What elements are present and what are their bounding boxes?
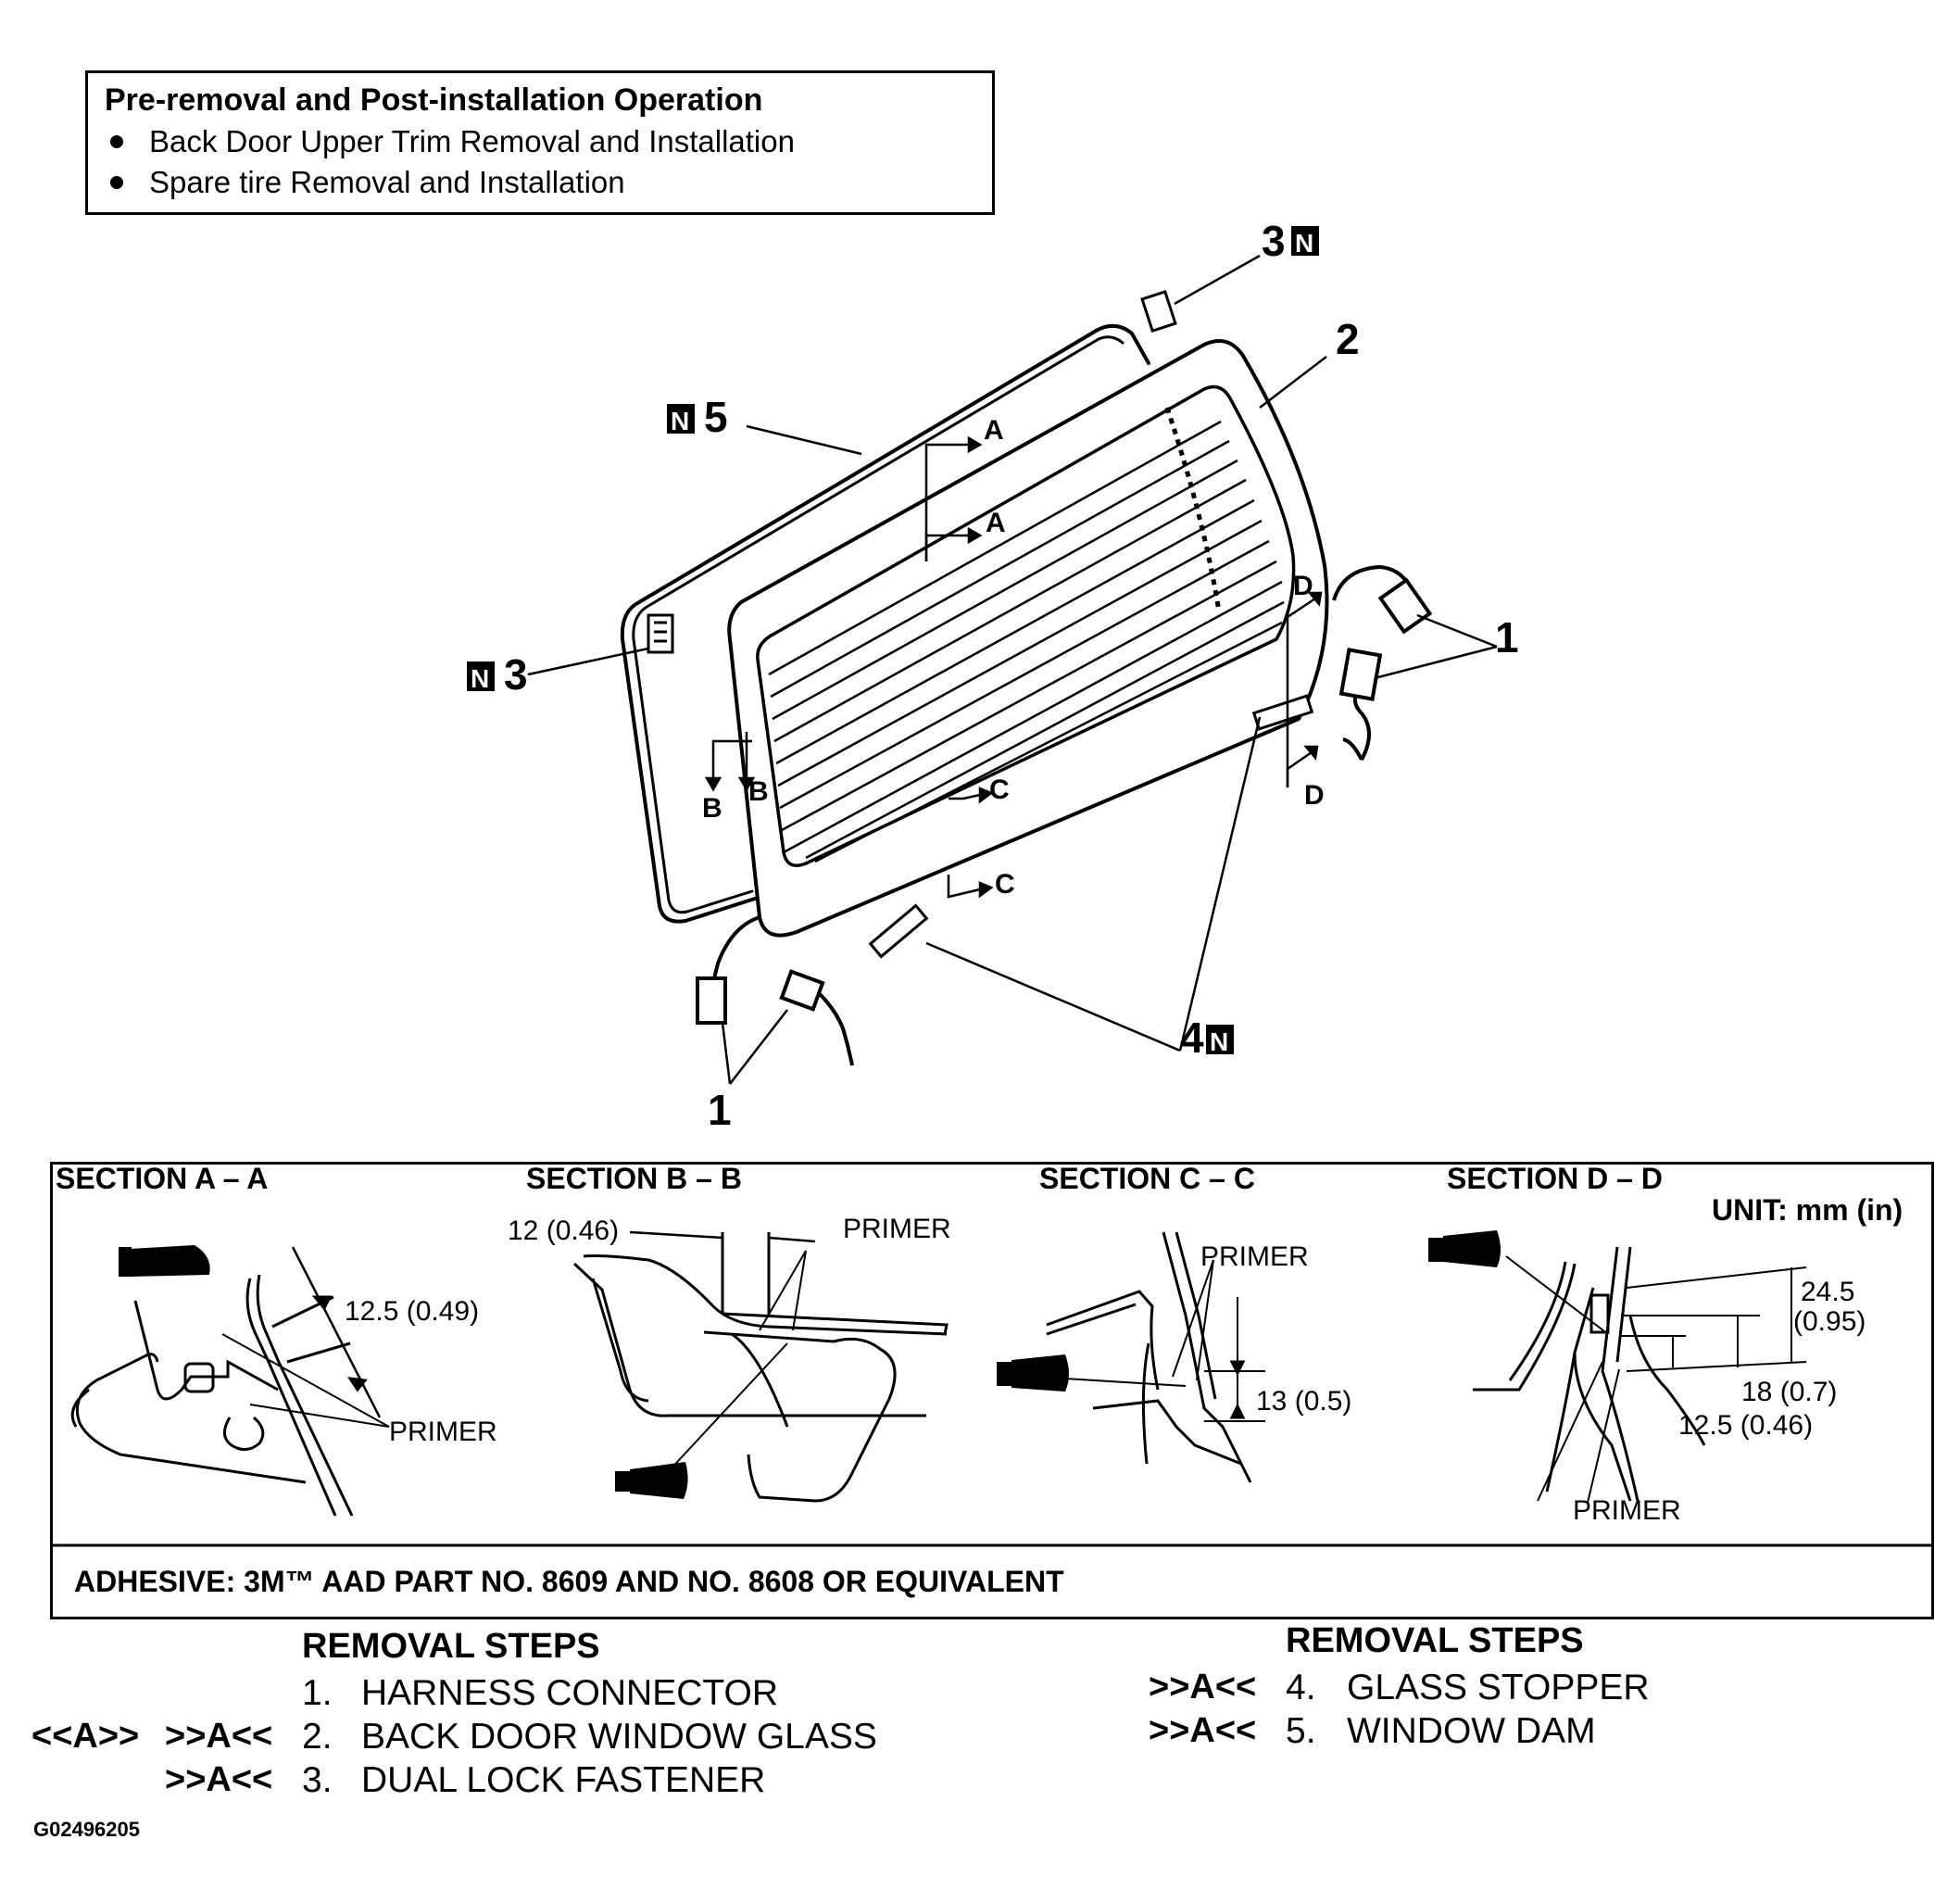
step-mark-installation: >>A<<: [1149, 1711, 1257, 1750]
callout-3-left: 3: [504, 650, 528, 699]
new-part-mark: N: [1210, 1027, 1228, 1056]
step-number: 2.: [302, 1717, 333, 1757]
removal-steps-title: REMOVAL STEPS: [1286, 1621, 1584, 1660]
step-mark-installation: >>A<<: [165, 1717, 273, 1756]
callout-2: 2: [1336, 315, 1360, 363]
step-label: WINDOW DAM: [1347, 1711, 1596, 1751]
harness-connector: [1377, 577, 1433, 635]
bullet-icon: [110, 135, 123, 149]
new-part-mark: N: [671, 407, 689, 435]
harness-connector: [1338, 648, 1383, 701]
step-number: 5.: [1286, 1711, 1316, 1751]
new-part-mark: N: [471, 664, 489, 693]
exploded-view-diagram: 3 N 2 N 5 N 3 1 4 N 1 A A B B C C D D: [467, 217, 1519, 1134]
new-part-icon: [467, 661, 495, 691]
cut-label-b: B: [702, 793, 722, 824]
section-a-title: SECTION A – A: [56, 1162, 269, 1195]
back-door-glass: [727, 339, 1329, 938]
cut-label-c: C: [995, 869, 1015, 900]
section-b-title: SECTION B – B: [526, 1162, 742, 1195]
new-part-mark: N: [1295, 229, 1313, 258]
new-part-icon: [1291, 226, 1319, 256]
harness-connector: [696, 976, 727, 1025]
cut-label-d: D: [1304, 780, 1325, 811]
step-mark-removal: <<A>>: [31, 1717, 140, 1756]
cut-label-b: B: [748, 776, 769, 807]
harness-connector: [779, 969, 825, 1012]
pre-operation-item: Back Door Upper Trim Removal and Install…: [105, 121, 795, 162]
step-label: DUAL LOCK FASTENER: [361, 1760, 766, 1800]
callout-5: 5: [704, 393, 728, 441]
new-part-icon: [667, 404, 695, 434]
section-c-title: SECTION C – C: [1039, 1162, 1255, 1195]
removal-steps-title: REMOVAL STEPS: [302, 1627, 600, 1666]
step-number: 1.: [302, 1673, 333, 1713]
dual-lock-fastener-top: [1140, 289, 1177, 334]
callout-1-right: 1: [1495, 613, 1519, 661]
section-d-title: SECTION D – D: [1447, 1162, 1663, 1195]
callout-1-bottom: 1: [708, 1086, 732, 1134]
pre-operation-item: Spare tire Removal and Installation: [105, 162, 795, 203]
glass-stopper-bottom: [868, 903, 929, 959]
step-label: GLASS STOPPER: [1347, 1668, 1650, 1707]
cut-label-a: A: [986, 508, 1006, 538]
cut-label-c: C: [989, 775, 1010, 805]
adhesive-note: ADHESIVE: 3M™ AAD PART NO. 8609 AND NO. …: [74, 1565, 1064, 1598]
bullet-icon: [110, 176, 123, 190]
unit-label: UNIT: mm (in): [1712, 1193, 1903, 1227]
sections-box: [50, 1162, 1934, 1619]
step-mark-installation: >>A<<: [165, 1760, 273, 1799]
cut-label-d: D: [1293, 571, 1313, 601]
pre-operation-box: Pre-removal and Post-installation Operat…: [85, 70, 995, 215]
step-number: 4.: [1286, 1668, 1316, 1707]
callout-4: 4: [1180, 1014, 1204, 1062]
new-part-icon: [1206, 1025, 1234, 1054]
pre-operation-list: Back Door Upper Trim Removal and Install…: [105, 121, 795, 203]
dual-lock-fastener-left: [647, 613, 674, 654]
glass-stopper-right: [1251, 694, 1314, 731]
pre-operation-title: Pre-removal and Post-installation Operat…: [105, 82, 763, 118]
callout-3-top: 3: [1262, 217, 1286, 265]
step-mark-installation: >>A<<: [1149, 1668, 1257, 1707]
step-label: HARNESS CONNECTOR: [361, 1673, 779, 1713]
window-dam: [620, 323, 1150, 924]
step-label: BACK DOOR WINDOW GLASS: [361, 1717, 877, 1757]
cut-label-a: A: [984, 415, 1004, 446]
figure-id: G02496205: [33, 1818, 140, 1841]
step-number: 3.: [302, 1760, 333, 1800]
